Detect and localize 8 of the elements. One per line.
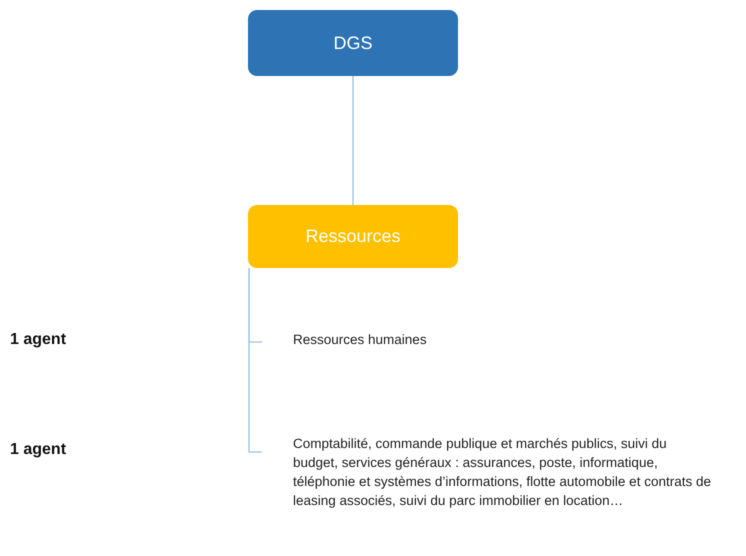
description-text: Comptabilité, commande publique et marchés publics, suivi du budget, services généraux : assurances, poste, informatique, téléphonie et systèmes d’informations, flotte automobile et contrats de leasing associés, suivi du parc immobilier en location…: [293, 436, 711, 508]
connector-line: [248, 268, 262, 453]
org-box: Ressources: [248, 205, 458, 268]
connector-line: [352, 76, 354, 205]
description-text: Ressources humaines: [293, 332, 427, 347]
staff-count: 1 agent: [10, 331, 66, 349]
org-box: DGS: [248, 10, 458, 76]
staff-count: 1 agent: [10, 441, 66, 459]
